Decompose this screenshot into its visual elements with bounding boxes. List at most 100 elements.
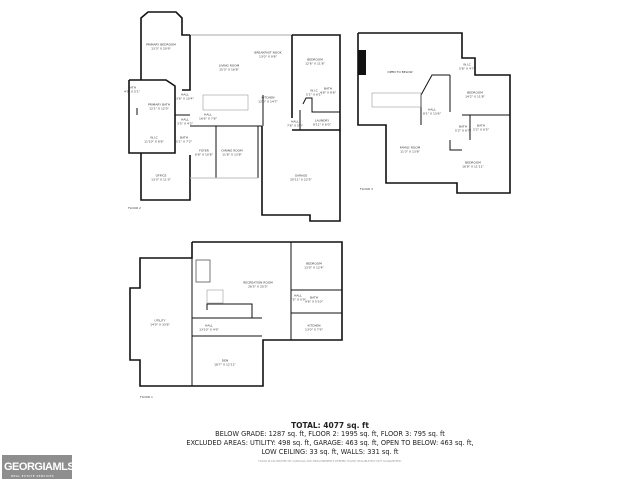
room-dimensions: 3'5" x 5'9": [289, 297, 307, 301]
room-name: RECREATION ROOM: [243, 280, 273, 285]
room-dimensions: 5'2" x 6'5": [472, 127, 490, 131]
room-dimensions: 20'11" x 22'5": [290, 177, 312, 181]
room-dimensions: 13'3" x 20'9": [151, 46, 171, 50]
area-summary: TOTAL: 4077 sq. ft BELOW GRADE: 1287 sq.…: [180, 421, 480, 463]
logo-sub: REAL ESTATE SERVICES: [11, 474, 55, 478]
room-dimensions: 8'11" x 6'0": [313, 122, 331, 126]
room-name: LIVING ROOM: [218, 63, 240, 68]
room-name: FAMILY ROOM: [399, 145, 421, 150]
room-name: HALL: [204, 112, 212, 117]
room-dimensions: 4'8" x 8'6": [319, 90, 337, 94]
room-label: W.I.C11'10" x 8'6": [144, 136, 164, 143]
room-dimensions: 12'0" x 14'7": [258, 99, 278, 103]
room-name: BATH: [477, 123, 485, 128]
floor2-garage: [261, 126, 341, 222]
floor3-label: FLOOR 3: [360, 187, 373, 191]
room-name: BATH: [180, 135, 188, 140]
room-dimensions: 13'3" x 11'3": [151, 177, 171, 181]
room-name: LAUNDRY: [314, 118, 330, 123]
room-name: HALL: [205, 323, 213, 328]
room-dimensions: 8'1" x 13'6": [423, 111, 441, 115]
room-dimensions: 5'1" x 6'1": [305, 92, 323, 96]
room-name: BATH: [128, 85, 136, 90]
room-name: KITCHEN: [307, 323, 321, 328]
credit-note: FLOOR PLAN CREATED BY CUBICASA APP. MEAS…: [258, 460, 402, 464]
room-dimensions: 6'8" x 10'8": [195, 152, 213, 156]
room-dimensions: 13'10" x 4'9": [199, 327, 219, 331]
room-label: W.I.C5'1" x 6'1": [306, 89, 322, 96]
room-name: BEDROOM: [467, 90, 483, 95]
room-name: BATH: [324, 86, 332, 91]
room-dimensions: 13'0" x 12'4": [304, 265, 324, 269]
room-name: HALL: [291, 119, 299, 124]
room-name: HALL: [294, 293, 302, 298]
room-name: BEDROOM: [307, 57, 323, 62]
room-name: BATH: [310, 295, 318, 300]
logo-main: GEORGIAMLS: [4, 461, 75, 473]
room-dimensions: 16'6" x 7'8": [199, 116, 217, 120]
room-name: W.I.C: [310, 88, 318, 93]
room-dimensions: 18'7" x 12'11": [214, 362, 236, 366]
floor1-walls: [129, 241, 343, 387]
room-dimensions: 12'6" x 11'8": [305, 61, 325, 65]
room-name: PRIMARY BEDROOM: [146, 42, 176, 47]
area-line-2: EXCLUDED AREAS: UTILITY: 498 sq. ft, GAR…: [186, 438, 474, 447]
room-name: KITCHEN: [261, 95, 275, 100]
room-name: W.I.C: [463, 62, 471, 67]
floor3-stairs: [371, 92, 422, 108]
room-name: BEDROOM: [306, 261, 322, 266]
room-dimensions: 11'10" x 8'6": [144, 139, 164, 143]
room-name: FOYER: [199, 148, 209, 153]
room-name: GARAGE: [294, 173, 308, 178]
room-label: OPEN TO BELOW: [387, 71, 412, 75]
room-name: DEN: [221, 358, 229, 363]
room-name: BEDROOM: [465, 160, 481, 165]
floor3-walls: [357, 32, 511, 194]
room-dimensions: 7'6" x 5'0": [286, 123, 304, 127]
room-name: UTILITY: [154, 318, 166, 323]
floor2-stairs: [202, 94, 249, 111]
room-dimensions: 3'5" x 4'2": [176, 121, 194, 125]
floor1-stairs: [206, 289, 224, 304]
area-line-1: BELOW GRADE: 1287 sq. ft, FLOOR 2: 1995 …: [215, 430, 445, 438]
total-area: TOTAL: 4077 sq. ft: [291, 421, 369, 430]
room-name: HALL: [428, 107, 436, 112]
room-name: PRIMARY BATH: [147, 102, 171, 107]
room-dimensions: 12'1" x 12'0": [149, 106, 169, 110]
floor2-label: FLOOR 2: [128, 206, 141, 210]
room-dimensions: 14'0" x 33'6": [150, 322, 170, 326]
room-name: W.I.C: [150, 135, 158, 140]
room-dimensions: 14'2" x 11'8": [465, 94, 485, 98]
room-dimensions: 26'5" x 20'3": [248, 284, 268, 288]
floor2-primary-bedroom-walls: [140, 11, 190, 80]
room-label: W.I.C5'8" x 4'7": [459, 63, 475, 70]
